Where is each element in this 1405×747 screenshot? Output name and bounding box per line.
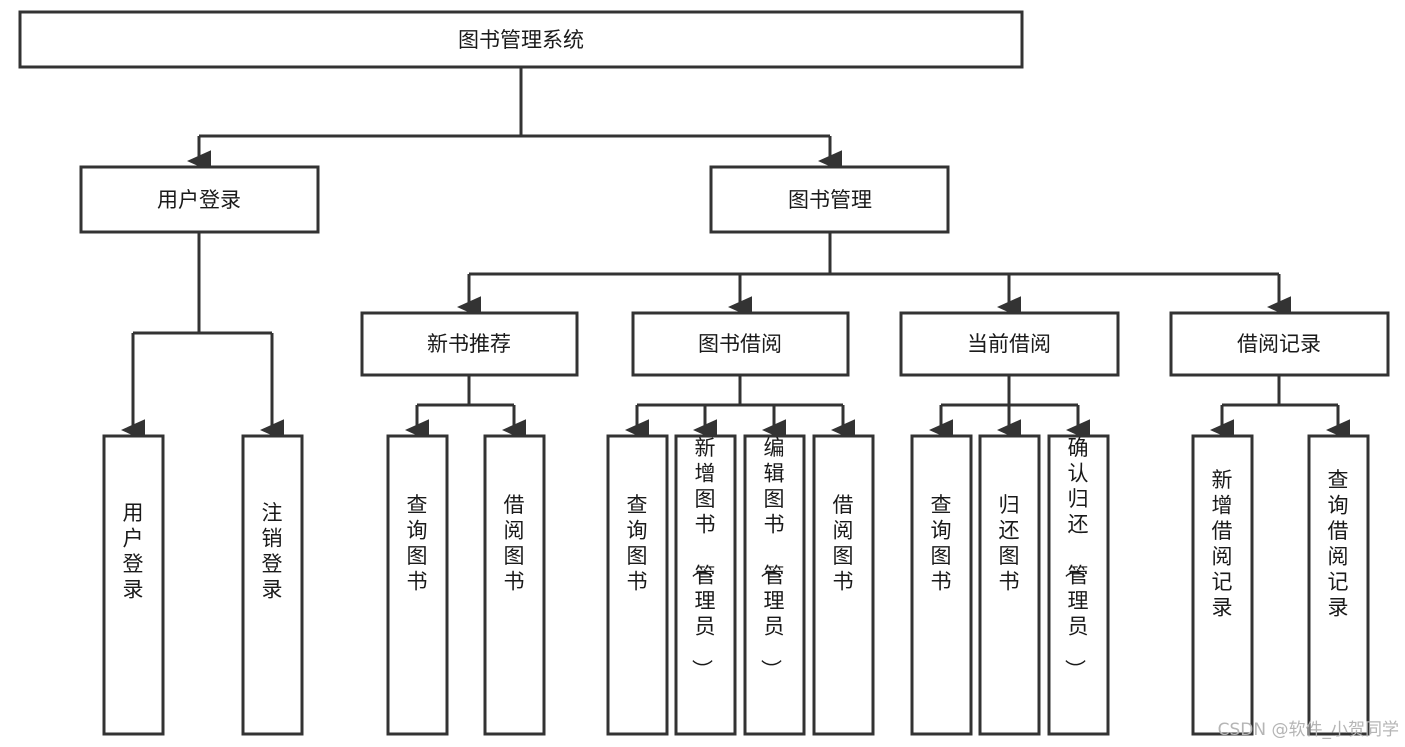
connector-group-root-to-level2 — [187, 67, 843, 172]
leaf-records-1-label: 新增借阅记录 — [1212, 468, 1233, 620]
leaf-records-2[interactable]: 查询借阅记录 — [1307, 434, 1370, 736]
node-user-login-box[interactable] — [79, 165, 320, 234]
leaf-current-3-box[interactable] — [1047, 434, 1110, 736]
leaf-borrow-1-box[interactable] — [606, 434, 669, 736]
leaf-user-login-1[interactable]: 用户登录 — [102, 434, 165, 736]
watermark-label: CSDN @软件_小贺同学 — [1218, 720, 1399, 740]
node-new-book-recommend[interactable]: 新书推荐 — [360, 311, 579, 377]
leaf-records-2-label: 查询借阅记录 — [1328, 468, 1349, 620]
leaf-current-3[interactable]: 确认归还（管理员） — [1047, 434, 1110, 736]
leaf-borrow-3-box[interactable] — [743, 434, 806, 736]
node-current-borrow-label: 当前借阅 — [967, 332, 1051, 356]
node-new-book-recommend-box[interactable] — [360, 311, 579, 377]
connector-group-records-to-leaves — [1210, 375, 1351, 441]
node-user-login-label: 用户登录 — [157, 188, 241, 212]
node-root[interactable]: 图书管理系统 — [18, 10, 1024, 69]
node-book-management[interactable]: 图书管理 — [709, 165, 950, 234]
leaf-borrow-4[interactable]: 借阅图书 — [812, 434, 875, 736]
connector-group-newbook-to-leaves — [405, 375, 527, 441]
node-root-box[interactable] — [18, 10, 1024, 69]
leaf-user-login-1-box[interactable] — [102, 434, 165, 736]
node-borrow-records-box[interactable] — [1169, 311, 1390, 377]
leaf-new-book-1-box[interactable] — [386, 434, 449, 736]
leaf-borrow-4-box[interactable] — [812, 434, 875, 736]
node-book-borrow[interactable]: 图书借阅 — [631, 311, 850, 377]
node-book-borrow-box[interactable] — [631, 311, 850, 377]
leaf-borrow-3-label: 编辑图书（管理员） — [759, 436, 785, 680]
leaf-user-login-2-box[interactable] — [241, 434, 304, 736]
node-borrow-records[interactable]: 借阅记录 — [1169, 311, 1390, 377]
leaf-current-3-label: 确认归还（管理员） — [1063, 436, 1089, 680]
leaf-current-2-label: 归还图书 — [999, 493, 1020, 594]
connector-group-current-to-leaves — [929, 375, 1091, 441]
node-book-management-box[interactable] — [709, 165, 950, 234]
leaf-new-book-2[interactable]: 借阅图书 — [483, 434, 546, 736]
leaf-borrow-3[interactable]: 编辑图书（管理员） — [743, 434, 806, 736]
leaf-new-book-1-label: 查询图书 — [407, 493, 428, 594]
leaf-borrow-1[interactable]: 查询图书 — [606, 434, 669, 736]
leaf-records-2-box[interactable] — [1307, 434, 1370, 736]
leaf-new-book-2-label: 借阅图书 — [504, 493, 525, 594]
leaf-borrow-2-label: 新增图书（管理员） — [690, 436, 716, 680]
connector-group-bookmgmt-to-level3 — [457, 232, 1292, 318]
node-book-borrow-label: 图书借阅 — [698, 332, 782, 356]
leaf-borrow-4-label: 借阅图书 — [833, 493, 854, 594]
leaf-records-1-box[interactable] — [1191, 434, 1254, 736]
node-book-management-label: 图书管理 — [788, 188, 872, 212]
leaf-current-1-label: 查询图书 — [931, 493, 952, 594]
node-root-label: 图书管理系统 — [458, 28, 584, 52]
leaf-current-1-box[interactable] — [910, 434, 973, 736]
leaf-current-2[interactable]: 归还图书 — [978, 434, 1041, 736]
connector-group-borrow-to-leaves — [625, 375, 856, 441]
node-user-login[interactable]: 用户登录 — [79, 165, 320, 234]
leaf-new-book-2-box[interactable] — [483, 434, 546, 736]
leaf-current-2-box[interactable] — [978, 434, 1041, 736]
connector-group-userlogin-to-leaves — [121, 232, 285, 441]
node-borrow-records-label: 借阅记录 — [1237, 332, 1321, 356]
leaf-borrow-2[interactable]: 新增图书（管理员） — [674, 434, 737, 736]
leaf-borrow-1-label: 查询图书 — [627, 493, 648, 594]
leaf-new-book-1[interactable]: 查询图书 — [386, 434, 449, 736]
leaf-current-1[interactable]: 查询图书 — [910, 434, 973, 736]
leaf-borrow-2-box[interactable] — [674, 434, 737, 736]
leaf-user-login-2[interactable]: 注销登录 — [241, 434, 304, 736]
leaf-user-login-2-label: 注销登录 — [262, 501, 283, 602]
node-new-book-recommend-label: 新书推荐 — [427, 332, 511, 356]
leaf-user-login-1-label: 用户登录 — [123, 501, 144, 602]
node-current-borrow-box[interactable] — [899, 311, 1120, 377]
leaf-records-1[interactable]: 新增借阅记录 — [1191, 434, 1254, 736]
node-current-borrow[interactable]: 当前借阅 — [899, 311, 1120, 377]
